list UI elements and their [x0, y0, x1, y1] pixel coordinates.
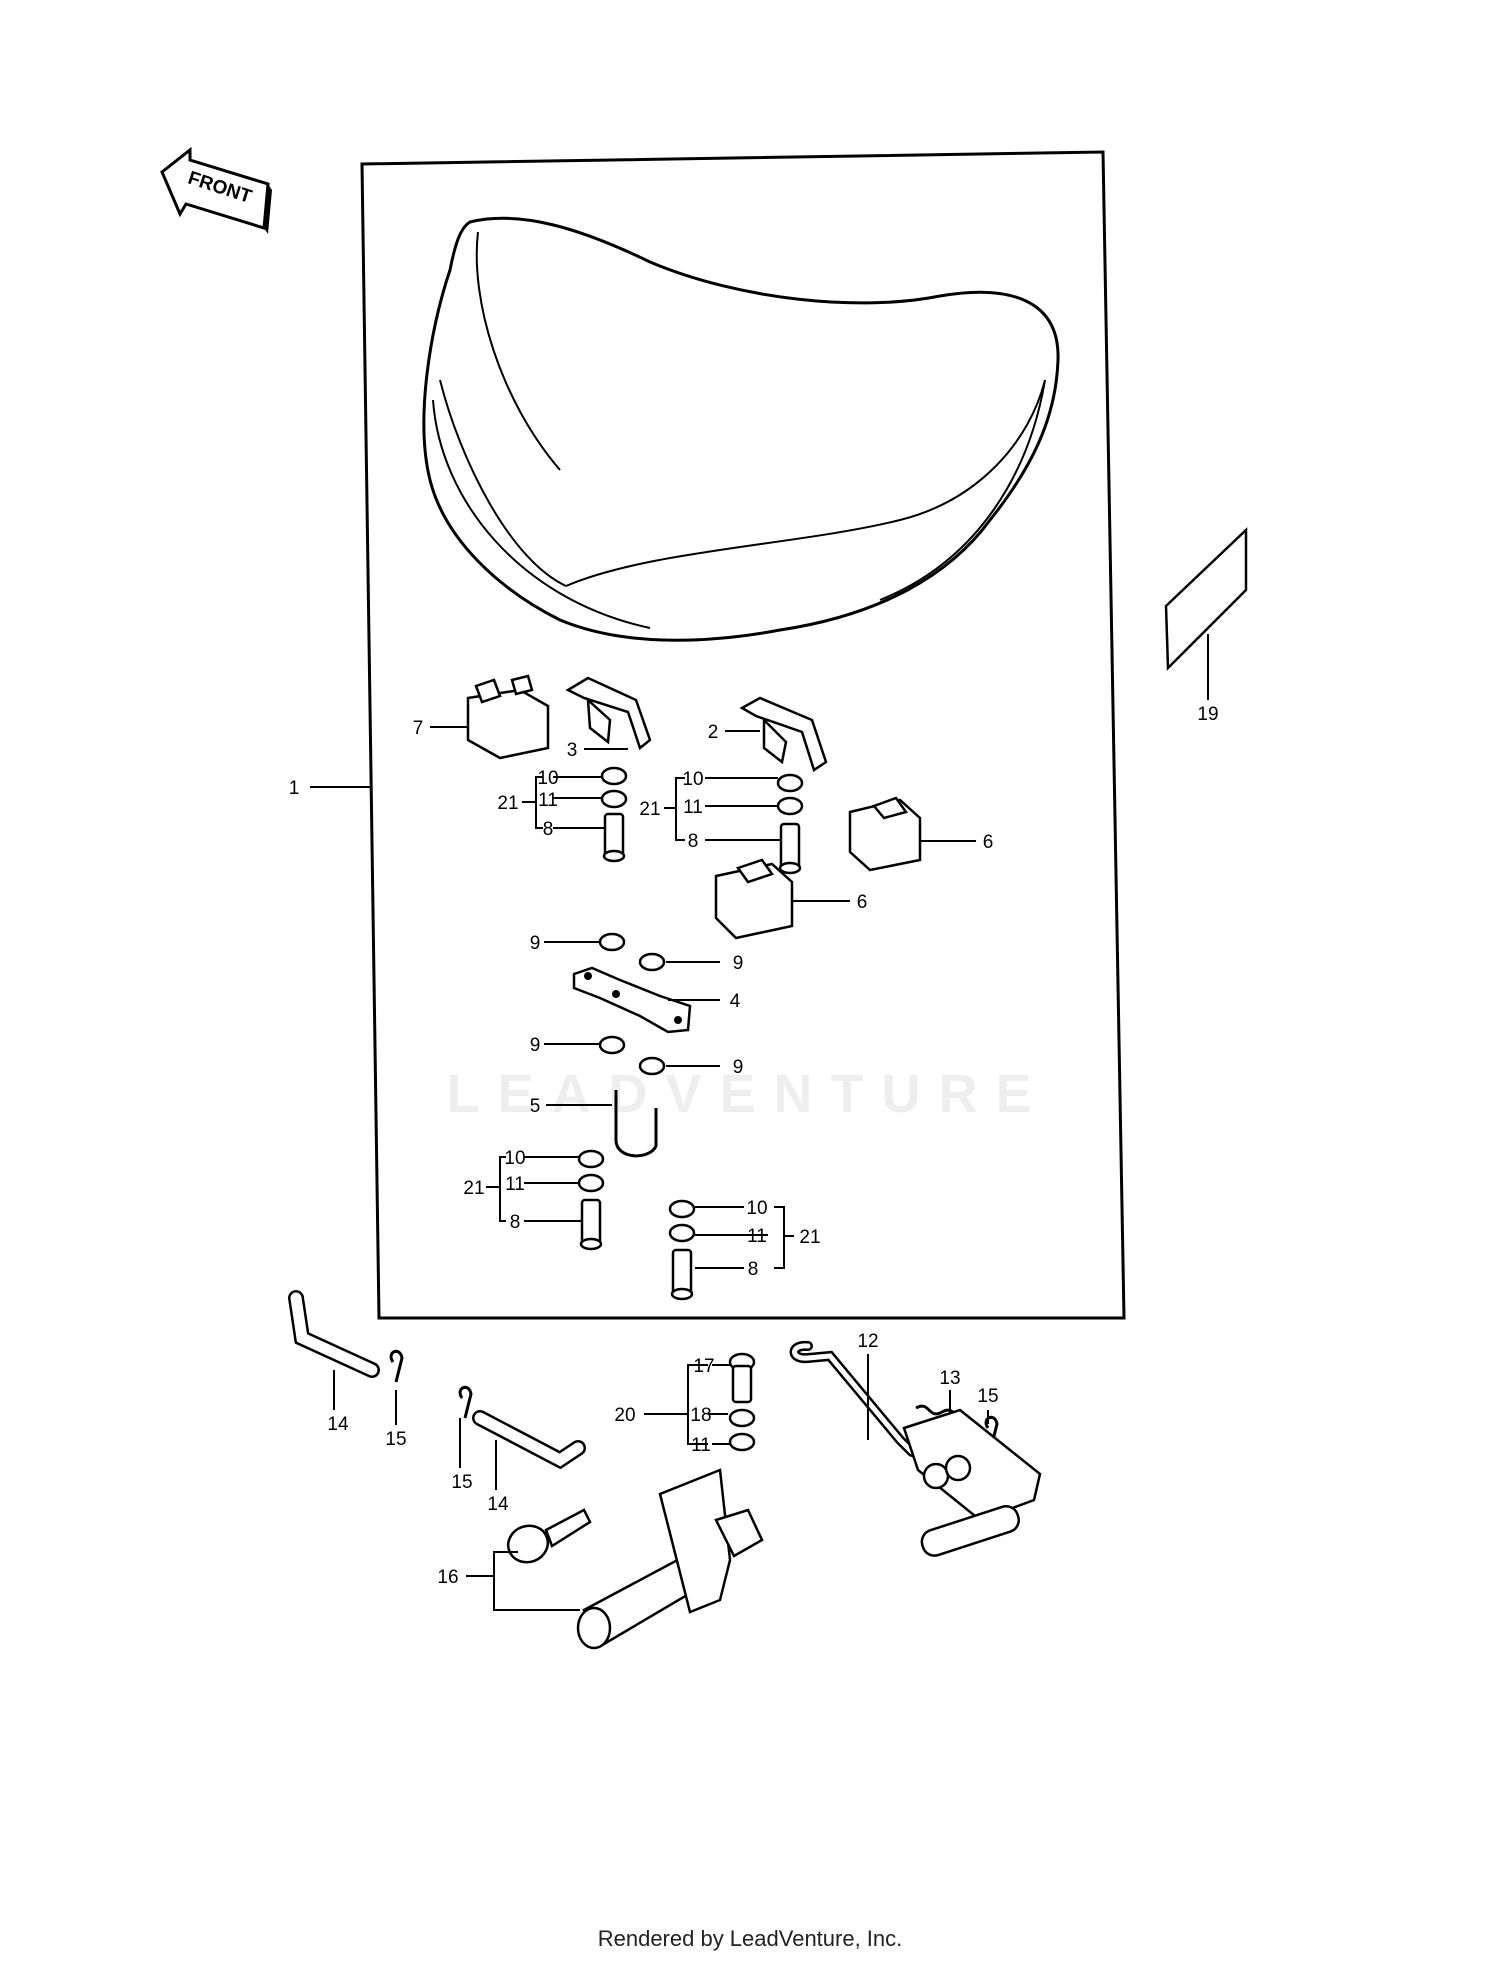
callout-15-center: 15 [451, 1472, 472, 1493]
caution-label-19 [1164, 527, 1248, 671]
front-arrow-icon: FRONT [160, 146, 272, 234]
hardware-stack-right-lower [668, 1199, 696, 1301]
callout-15-left: 15 [385, 1429, 406, 1450]
callout-5: 5 [530, 1096, 541, 1117]
callout-8-a: 8 [543, 819, 554, 840]
callout-8-b: 8 [688, 831, 699, 852]
rubber-block-6-right [848, 796, 922, 872]
callout-12: 12 [857, 1331, 878, 1352]
hardware-stack-left-upper [600, 766, 628, 863]
callout-17: 17 [693, 1356, 714, 1377]
seat-bracket-2 [739, 696, 828, 772]
seat-cushion [422, 216, 1060, 642]
callout-20: 20 [614, 1405, 635, 1426]
callout-8-c: 8 [510, 1212, 521, 1233]
r-clip-15-right [984, 1415, 999, 1449]
callout-11-b: 11 [683, 797, 703, 818]
seat-assembly-frame [360, 150, 1126, 1320]
callout-2: 2 [708, 722, 719, 743]
callout-14-left: 14 [327, 1414, 349, 1435]
callout-9-d: 9 [733, 1057, 744, 1078]
leader-lines [310, 634, 1209, 1611]
mounting-plate-4 [572, 966, 692, 1034]
grommets-9 [598, 932, 666, 1076]
callout-3: 3 [567, 740, 578, 761]
callout-11-lock: 11 [691, 1435, 711, 1456]
callout-21-c: 21 [463, 1178, 484, 1199]
callout-7: 7 [413, 718, 424, 739]
hardware-stack-left-lower [577, 1149, 605, 1251]
seat-bracket-3 [565, 676, 652, 751]
callout-15-right: 15 [977, 1386, 998, 1407]
seat-damper-block-7 [466, 674, 550, 760]
callout-6-right: 6 [983, 832, 994, 853]
callout-21-d: 21 [799, 1227, 820, 1248]
seat-hinge [902, 1408, 1042, 1557]
callout-9-c: 9 [530, 1035, 541, 1056]
callout-4: 4 [730, 991, 741, 1012]
key-16 [506, 1508, 592, 1564]
callout-21-a: 21 [497, 793, 518, 814]
callout-9-b: 9 [733, 953, 744, 974]
callout-9-a: 9 [530, 933, 541, 954]
callout-21-b: 21 [639, 799, 660, 820]
hardware-stack-right-upper [776, 773, 804, 875]
callout-11-a: 11 [538, 790, 558, 811]
callout-11-d: 11 [747, 1226, 767, 1247]
callout-13: 13 [939, 1368, 960, 1389]
callout-8-d: 8 [748, 1259, 759, 1280]
seat-lock-16 [576, 1468, 764, 1650]
callout-10-c: 10 [504, 1148, 525, 1169]
callout-10-b: 10 [682, 769, 703, 790]
watermark-text: LEADVENTURE [446, 1064, 1049, 1124]
r-clip-15-left [389, 1349, 404, 1383]
callout-19: 19 [1197, 704, 1218, 725]
footer-credit: Rendered by LeadVenture, Inc. [597, 1926, 903, 1951]
callout-10-d: 10 [746, 1198, 767, 1219]
callout-6-center: 6 [857, 892, 868, 913]
callout-1: 1 [289, 778, 300, 799]
r-clip-15-center [458, 1385, 473, 1419]
hardware-stack-lock [728, 1352, 756, 1452]
callout-16: 16 [437, 1567, 458, 1588]
rubber-block-6-center [714, 858, 794, 940]
callout-labels: 1 2 3 4 5 6 6 7 10 11 8 21 10 11 8 21 9 … [289, 704, 1219, 1588]
callout-10-a: 10 [537, 768, 558, 789]
callout-18: 18 [690, 1405, 711, 1426]
callout-11-c: 11 [505, 1174, 525, 1195]
callout-14-right: 14 [487, 1494, 509, 1515]
